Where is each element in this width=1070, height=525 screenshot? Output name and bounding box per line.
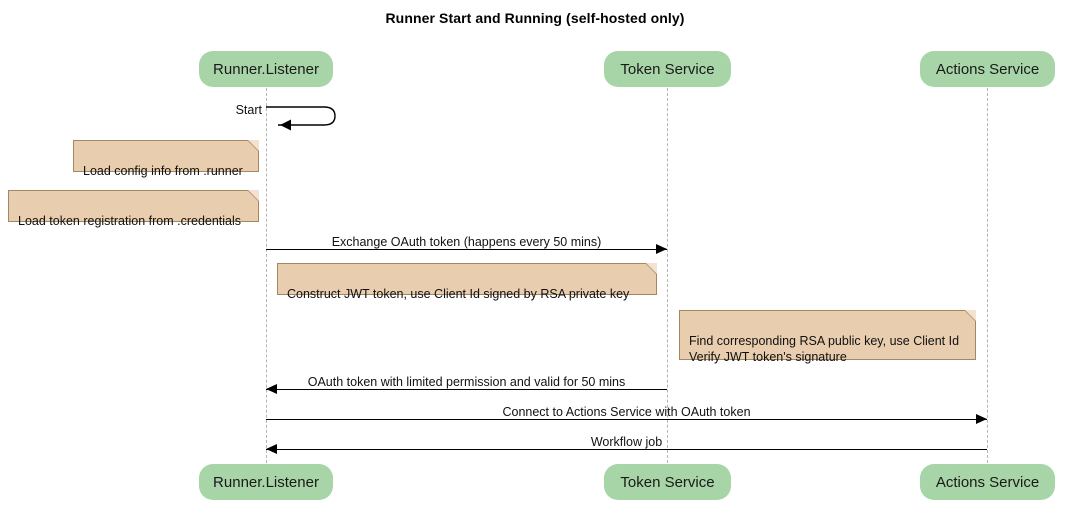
participant-runner-bottom[interactable]: Runner.Listener xyxy=(199,464,333,500)
message-start-selfloop xyxy=(266,103,342,131)
participant-label: Runner.Listener xyxy=(213,60,319,78)
arrow-head-left-icon xyxy=(266,443,277,454)
participant-label: Actions Service xyxy=(935,60,1040,78)
arrow-head-right-icon xyxy=(976,413,987,424)
participant-token-bottom[interactable]: Token Service xyxy=(604,464,731,500)
lifeline-token xyxy=(667,88,668,463)
participant-label: Token Service xyxy=(620,473,715,491)
participant-label: Token Service xyxy=(620,60,715,78)
message-label-connect-actions: Connect to Actions Service with OAuth to… xyxy=(502,405,751,419)
note-load-token-registration: Load token registration from .credential… xyxy=(8,190,259,228)
message-label-workflow-job: Workflow job xyxy=(590,435,663,449)
message-label-start: Start xyxy=(235,103,262,117)
note-verify-jwt-signature: Find corresponding RSA public key, use C… xyxy=(679,310,976,364)
note-load-config: Load config info from .runner xyxy=(73,140,259,178)
note-construct-jwt: Construct JWT token, use Client Id signe… xyxy=(277,263,657,301)
message-label-exchange-oauth: Exchange OAuth token (happens every 50 m… xyxy=(331,235,602,249)
participant-label: Runner.Listener xyxy=(213,473,319,491)
page-title: Runner Start and Running (self-hosted on… xyxy=(385,10,685,26)
message-line-connect-actions xyxy=(266,419,987,420)
participant-token-top[interactable]: Token Service xyxy=(604,51,731,87)
note-text: Find corresponding RSA public key, use C… xyxy=(689,334,960,364)
note-text: Construct JWT token, use Client Id signe… xyxy=(287,287,630,301)
lifeline-runner xyxy=(266,88,267,463)
note-text: Load config info from .runner xyxy=(83,164,243,178)
message-line-workflow-job xyxy=(266,449,987,450)
participant-actions-top[interactable]: Actions Service xyxy=(920,51,1055,87)
message-label-oauth-return: OAuth token with limited permission and … xyxy=(307,375,626,389)
arrow-head-right-icon xyxy=(656,243,667,254)
participant-runner-top[interactable]: Runner.Listener xyxy=(199,51,333,87)
arrow-head-left-icon xyxy=(266,383,277,394)
message-line-oauth-return xyxy=(266,389,667,390)
participant-actions-bottom[interactable]: Actions Service xyxy=(920,464,1055,500)
message-line-exchange-oauth xyxy=(266,249,667,250)
note-text: Load token registration from .credential… xyxy=(18,214,242,228)
participant-label: Actions Service xyxy=(935,473,1040,491)
lifeline-actions xyxy=(987,88,988,463)
